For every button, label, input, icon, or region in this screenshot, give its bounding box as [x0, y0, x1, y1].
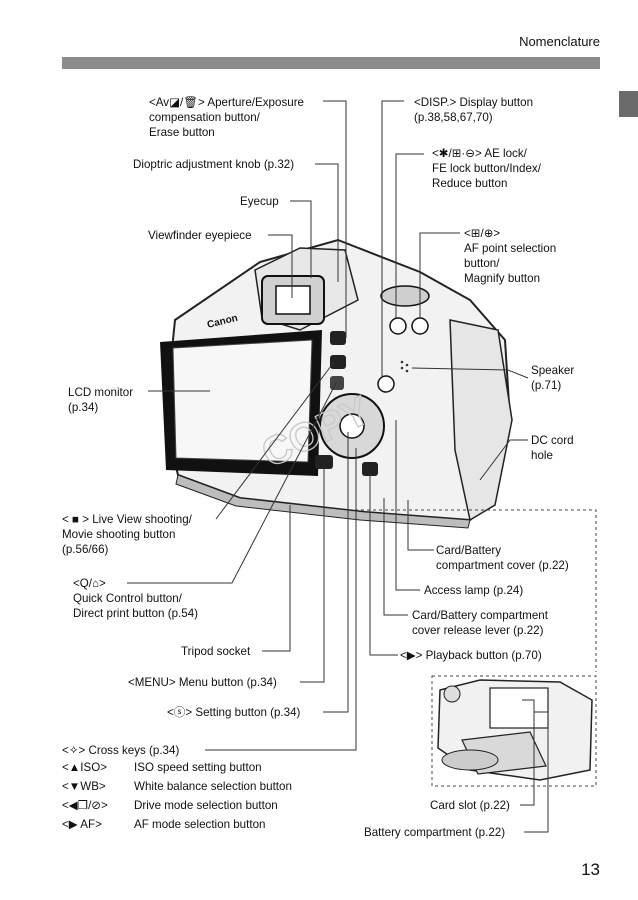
aperture-button	[330, 331, 346, 345]
battery-label: Battery compartment (p.22)	[364, 826, 506, 839]
callout-box	[431, 675, 597, 787]
cross-keys-title: <✧> Cross keys (p.34)	[62, 744, 180, 757]
ae-lock-label: <✱/⊞·⊖> AE lock/ FE lock button/Index/ R…	[432, 147, 541, 190]
card-slot-label: Card slot (p.22)	[430, 799, 510, 812]
af-point-button	[411, 317, 429, 335]
menu-button	[315, 455, 333, 469]
live-view-label: < ■ > Live View shooting/ Movie shooting…	[62, 513, 192, 556]
speaker-label: Speaker (p.71)	[531, 364, 575, 392]
dioptric-label: Dioptric adjustment knob (p.32)	[133, 158, 295, 171]
playback-button	[362, 462, 378, 476]
tripod-label: Tripod socket	[181, 645, 251, 658]
disp-button	[377, 375, 395, 393]
playback-label: <▶> Playback button (p.70)	[400, 649, 542, 662]
set-button	[339, 413, 365, 439]
lcd-label: LCD monitor (p.34)	[68, 386, 134, 414]
aperture-label: <Av◪/🗑> Aperture/Exposure compensation b…	[149, 96, 305, 139]
lens-mount-base	[441, 749, 499, 771]
mode-dial	[380, 285, 430, 307]
cross-key-row: <◀❐/⊘>Drive mode selection button	[62, 799, 278, 812]
chapter-tab	[619, 91, 638, 117]
speaker-grille	[400, 360, 409, 373]
cross-key-row: <▲ISO>ISO speed setting button	[62, 761, 262, 774]
af-point-label: <⊞/⊕> AF point selection button/ Magnify…	[464, 227, 557, 285]
quick-control-label: <Q/⌂> Quick Control button/ Direct print…	[73, 577, 199, 620]
eyecup-label: Eyecup	[240, 195, 279, 208]
access-lamp-label: Access lamp (p.24)	[424, 584, 524, 597]
menu-label: <MENU> Menu button (p.34)	[128, 676, 277, 689]
battery-slot-view	[489, 687, 549, 729]
disp-label: <DISP.> Display button (p.38,58,67,70)	[414, 96, 534, 124]
viewfinder-window	[275, 285, 311, 315]
leader-lines	[127, 100, 549, 833]
dc-cord-label: DC cord hole	[531, 434, 574, 462]
section-title: Nomenclature	[519, 34, 600, 49]
cross-key-row: <▶ AF>AF mode selection button	[62, 818, 266, 831]
live-view-button	[330, 355, 346, 369]
card-cover-label: Card/Battery compartment cover (p.22)	[436, 544, 569, 572]
release-lever-label: Card/Battery compartment cover release l…	[412, 609, 548, 637]
viewfinder-label: Viewfinder eyepiece	[148, 229, 252, 242]
cross-key-row: <▼WB>White balance selection button	[62, 780, 292, 793]
tripod-mount	[443, 685, 461, 703]
callout-dashed-line	[355, 509, 597, 672]
page-number: 13	[581, 860, 600, 879]
lcd-screen	[172, 339, 313, 463]
ae-lock-button	[389, 317, 407, 335]
setting-label: <ⓢ> Setting button (p.34)	[167, 706, 301, 719]
quick-control-button	[330, 376, 344, 390]
header-bar	[62, 57, 600, 69]
